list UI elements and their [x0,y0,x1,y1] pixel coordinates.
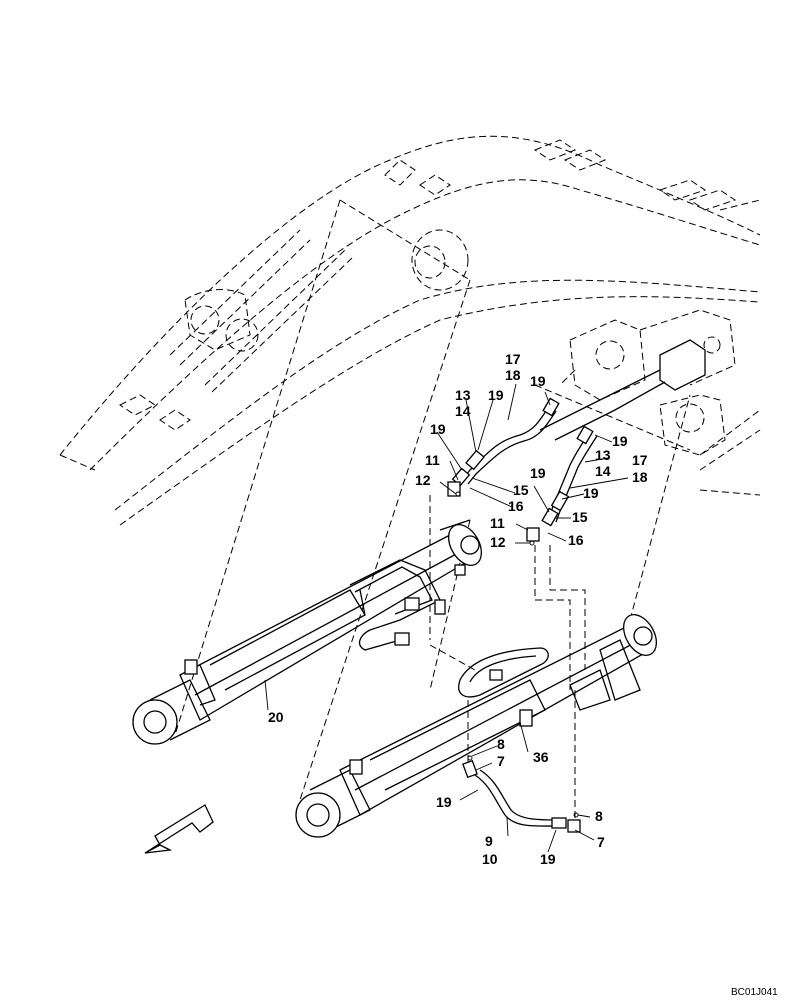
callout-8: 8 [497,736,505,752]
callout-19: 19 [530,465,546,481]
callout-7: 7 [597,834,605,850]
front-direction-arrow-icon [144,804,214,854]
callout-20: 20 [268,709,284,725]
drawing-code: BC01J041 [731,987,778,998]
lower-hose [462,755,581,833]
callout-16: 16 [568,532,584,548]
projection-lines [174,199,691,820]
callout-17: 17 [505,351,521,367]
bucket-cylinder-36 [295,614,658,838]
callout-19: 19 [530,373,546,389]
callout-9: 9 [485,833,493,849]
callout-10: 10 [482,851,498,867]
valve-block [539,339,706,441]
callout-18: 18 [632,469,648,485]
callout-7: 7 [497,753,505,769]
callout-19: 19 [540,851,556,867]
callout-12: 12 [490,534,506,550]
callout-36: 36 [533,749,549,765]
upper-hoses [447,397,598,546]
callout-11: 11 [490,515,505,531]
callout-19: 19 [488,387,504,403]
callout-18: 18 [505,367,521,383]
callout-19: 19 [436,794,452,810]
callout-14: 14 [455,403,471,419]
callout-13: 13 [595,447,611,463]
arm-cylinder-20 [132,519,483,745]
callout-15: 15 [513,482,529,498]
callout-19: 19 [583,485,599,501]
callout-15: 15 [572,509,588,525]
callout-12: 12 [415,472,431,488]
callout-17: 17 [632,452,648,468]
callout-14: 14 [595,463,611,479]
boom-outline [59,135,761,526]
callout-19: 19 [430,421,446,437]
leader-lines [264,383,629,853]
callout-11: 11 [425,452,440,468]
callout-13: 13 [455,387,471,403]
callout-16: 16 [508,498,524,514]
callout-labels: 17 18 19 13 14 19 19 11 12 15 16 19 13 1… [268,351,648,867]
callout-8: 8 [595,808,603,824]
callout-19: 19 [612,433,628,449]
